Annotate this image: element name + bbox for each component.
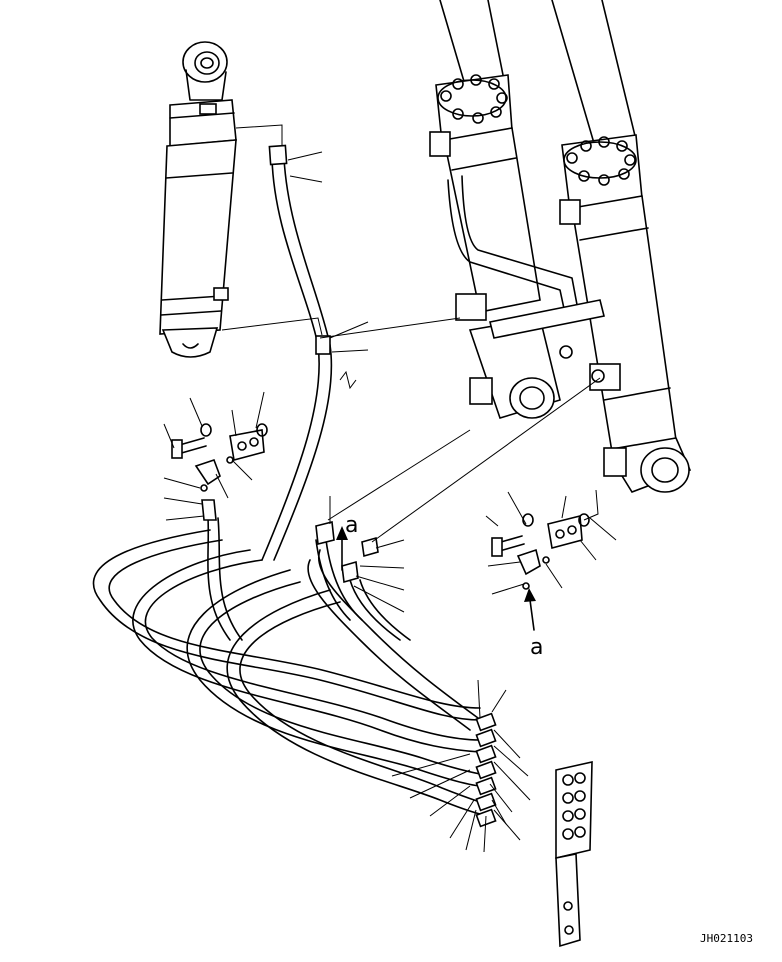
view-arrow-lower	[524, 588, 536, 631]
boom-cylinder-left	[429, 0, 561, 419]
view-label-a-upper: a	[345, 513, 358, 538]
view-arrow-upper	[336, 526, 348, 571]
hose-clamp-bracket	[555, 760, 593, 948]
boom-cylinder-right	[551, 0, 692, 493]
left-hydraulic-cylinder	[159, 41, 323, 358]
crossover-tube	[447, 175, 605, 383]
long-hose-to-cylinder-head	[261, 144, 333, 561]
connection-leaders	[319, 317, 601, 543]
center-elbow-fittings	[315, 521, 379, 584]
left-flange-assembly	[171, 423, 268, 521]
hose-bundle	[92, 517, 481, 815]
drawing-code: JH021103	[700, 932, 753, 945]
callout-leaders	[163, 151, 617, 853]
view-label-a-lower: a	[530, 635, 543, 660]
right-flange-assembly	[491, 513, 590, 590]
hose-end-fittings	[475, 712, 497, 828]
